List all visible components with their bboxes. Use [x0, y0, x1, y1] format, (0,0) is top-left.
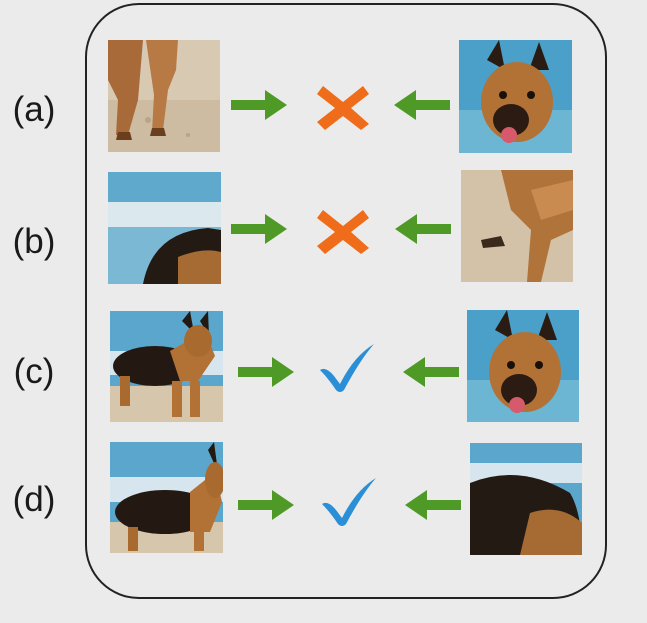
right-arrow-b — [229, 211, 289, 247]
left-arrow-b — [393, 211, 453, 247]
check-icon — [318, 474, 378, 528]
row-label-c: (c) — [13, 352, 55, 391]
dog-back-waves-image — [108, 172, 221, 284]
dog-front-leg-image — [461, 170, 573, 282]
cross-icon — [313, 80, 373, 134]
diagram-frame — [85, 3, 607, 599]
right-arrow-a — [229, 87, 289, 123]
dog-legs-sand-image — [108, 40, 220, 152]
dog-full-body-side-image — [110, 442, 223, 553]
left-arrow-d — [403, 487, 463, 523]
row-label-b: (b) — [12, 222, 56, 261]
left-arrow-c — [401, 354, 461, 390]
dog-full-body-image — [110, 311, 223, 422]
row-label-a: (a) — [12, 90, 56, 129]
row-label-d: (d) — [12, 480, 56, 519]
cross-icon — [313, 204, 373, 258]
dog-head-closeup-image — [459, 40, 572, 153]
dog-head-closeup-image — [467, 310, 579, 422]
right-arrow-d — [236, 487, 296, 523]
right-arrow-c — [236, 354, 296, 390]
left-arrow-a — [392, 87, 452, 123]
dog-back-closeup-image — [470, 443, 582, 555]
check-icon — [316, 340, 376, 394]
